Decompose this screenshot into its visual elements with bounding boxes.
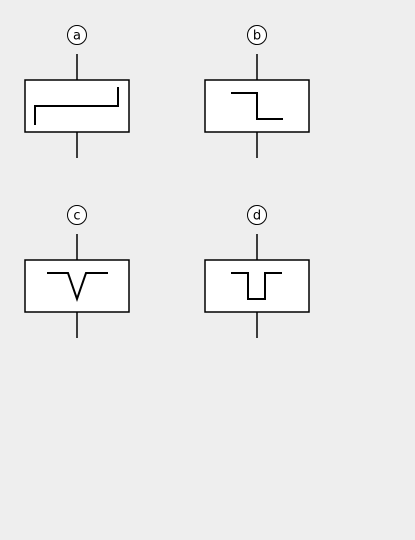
- symbol-d: d: [204, 205, 310, 338]
- symbol-a: a: [24, 25, 130, 158]
- waveform-c: [47, 272, 108, 303]
- label-circle-b: [247, 25, 267, 45]
- label-circle-d: [247, 205, 267, 225]
- label-d: d: [253, 209, 261, 224]
- box-c: [24, 259, 130, 313]
- box-d: [204, 259, 310, 313]
- waveform-a: [34, 87, 119, 125]
- label-c: c: [73, 209, 80, 224]
- label-circle-c: [67, 205, 87, 225]
- label-b: b: [253, 29, 261, 44]
- label-circle-a: [67, 25, 87, 45]
- symbol-c: c: [24, 205, 130, 338]
- waveform-d: [231, 272, 282, 300]
- label-a: a: [73, 29, 81, 44]
- waveform-b: [231, 92, 283, 120]
- symbol-b: b: [204, 25, 310, 158]
